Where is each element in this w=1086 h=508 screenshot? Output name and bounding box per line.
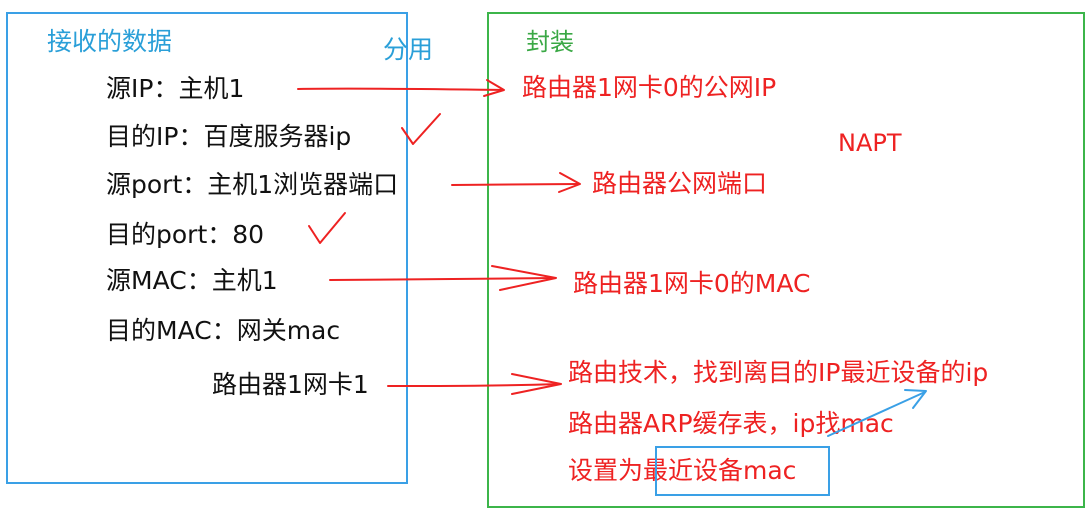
result-set-nearest-mac: 设置为最近设备mac (568, 456, 797, 485)
result-mac: 路由器1网卡0的MAC (573, 269, 811, 298)
field-dst-mac: 目的MAC：网关mac (106, 316, 341, 345)
arrow-src-port (451, 183, 580, 186)
received-data-box (6, 12, 408, 484)
result-public-port: 路由器公网端口 (592, 169, 768, 198)
arrow-src-ip-head (483, 79, 505, 97)
field-src-ip: 源IP：主机1 (106, 74, 245, 103)
napt-label: NAPT (838, 129, 902, 157)
check-dst-port-icon (308, 212, 346, 244)
arrow-src-mac (329, 277, 556, 281)
field-src-mac: 源MAC：主机1 (106, 266, 278, 295)
arrow-src-ip (297, 87, 504, 91)
encapsulation-title: 封装 (526, 28, 574, 56)
field-src-port: 源port：主机1浏览器端口 (106, 170, 399, 199)
arrow-src-port-head (558, 172, 581, 193)
arrow-ip-to-mac (827, 391, 926, 437)
result-routing: 路由技术，找到离目的IP最近设备的ip (568, 358, 989, 387)
arrow-ip-to-mac-head (904, 389, 927, 409)
received-data-title: 接收的数据 (47, 27, 173, 56)
arrow-src-mac-head (491, 265, 557, 291)
field-router-nic: 路由器1网卡1 (212, 370, 369, 399)
arrow-router-nic-head (511, 373, 562, 395)
result-public-ip: 路由器1网卡0的公网IP (522, 73, 777, 102)
demultiplex-label: 分用 (383, 35, 434, 64)
check-dst-ip-icon (401, 113, 441, 145)
arrow-router-nic (387, 383, 561, 387)
nearest-device-mac-highlight (655, 446, 830, 496)
field-dst-port: 目的port：80 (106, 220, 265, 249)
field-dst-ip: 目的IP：百度服务器ip (106, 122, 352, 151)
